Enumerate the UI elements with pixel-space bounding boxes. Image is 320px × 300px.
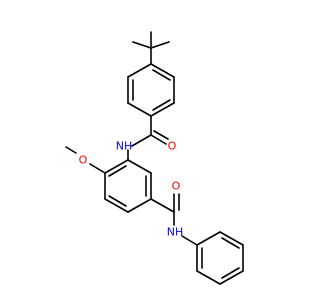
bond bbox=[150, 102, 175, 117]
bond bbox=[221, 237, 240, 249]
bond bbox=[127, 198, 152, 213]
bond bbox=[150, 63, 175, 78]
bond bbox=[219, 270, 244, 285]
bond bbox=[104, 198, 129, 213]
bond bbox=[127, 63, 152, 78]
atom-labels: O NH O O NH bbox=[79, 140, 184, 239]
atom-label-nitrogen: NH bbox=[167, 226, 184, 239]
bond bbox=[196, 270, 221, 285]
molecule-structure-diagram: O NH O O NH bbox=[65, 31, 244, 285]
bond bbox=[104, 159, 129, 174]
bond bbox=[219, 231, 244, 246]
bond bbox=[127, 102, 152, 117]
bond-lines bbox=[65, 31, 244, 285]
bond bbox=[150, 198, 175, 213]
atom-label-oxygen: O bbox=[172, 180, 181, 193]
bond bbox=[153, 130, 169, 140]
bond bbox=[89, 163, 106, 174]
bond bbox=[150, 134, 167, 145]
bond bbox=[108, 195, 127, 207]
bond bbox=[65, 146, 77, 154]
bond bbox=[181, 235, 198, 246]
bond bbox=[131, 134, 152, 147]
bond bbox=[221, 267, 240, 279]
bond bbox=[127, 159, 152, 174]
bond bbox=[132, 41, 152, 49]
atom-label-nitrogen: NH bbox=[116, 140, 133, 153]
bond bbox=[108, 165, 127, 177]
bond bbox=[152, 99, 171, 111]
atom-label-oxygen: O bbox=[79, 154, 88, 167]
bond bbox=[152, 69, 171, 81]
atom-label-oxygen: O bbox=[168, 140, 177, 153]
bond bbox=[196, 231, 221, 246]
bond bbox=[150, 41, 170, 49]
